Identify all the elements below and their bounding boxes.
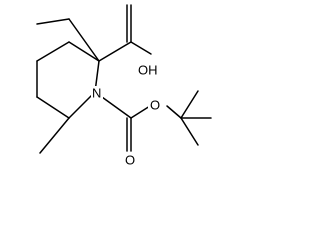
nitrogen-label-background: [91, 86, 103, 102]
bond-tbu-methyl-bottom: [180, 117, 199, 146]
bond-ring-top-left: [36, 18, 70, 25]
chemical-structure: OH N O O: [36, 4, 212, 169]
bond-carbamate-c-o: [130, 105, 151, 119]
bond-ring-n-c6: [68, 91, 96, 119]
hydroxyl-label: OH: [138, 62, 158, 77]
bond-ring-c3-c2: [68, 41, 100, 62]
bond-c2-acid-carbon: [98, 41, 132, 62]
carbamate-oxygen-label-background: [148, 98, 162, 114]
bond-ring-c4-c3: [36, 41, 70, 62]
bond-acid-c-oh: [130, 41, 152, 55]
bond-tbu-methyl-top: [180, 90, 199, 119]
bond-ring-c6-c5: [36, 96, 70, 119]
carbonyl-oxygen-label: O: [125, 152, 135, 167]
bond-o-tert-butyl: [166, 105, 182, 119]
hydroxyl-label-background: [136, 63, 160, 79]
bond-ring-top-right: [68, 18, 100, 62]
bonds: [36, 4, 212, 154]
nitrogen-label: N: [92, 85, 101, 100]
atom-labels: OH N O O: [91, 62, 162, 169]
bond-c6-methyl: [39, 117, 70, 154]
carbamate-oxygen-label: O: [150, 97, 160, 112]
carbonyl-oxygen-label-background: [123, 153, 137, 169]
